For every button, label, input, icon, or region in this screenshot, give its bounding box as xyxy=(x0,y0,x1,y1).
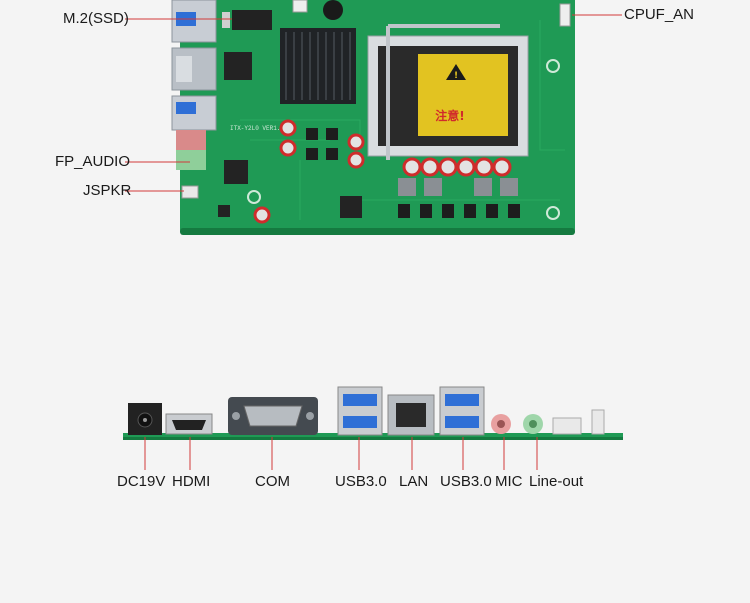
cpuf-header xyxy=(559,3,571,27)
label-usb3-1: USB3.0 xyxy=(335,473,387,490)
chip-3 xyxy=(340,196,362,218)
audio-jack-green xyxy=(176,150,206,170)
label-m2: M.2(SSD) xyxy=(63,10,129,27)
warning-icon xyxy=(446,64,466,80)
side-header-2 xyxy=(591,409,605,435)
small-header xyxy=(292,0,308,13)
label-lan: LAN xyxy=(399,473,429,490)
label-line-out: Line-out xyxy=(529,473,584,490)
mosfet-row xyxy=(306,128,520,218)
label-dc19v: DC19V xyxy=(117,473,166,490)
m2-standoff xyxy=(222,12,230,28)
usb-blue-port-2 xyxy=(176,102,196,114)
pcb-side-edge xyxy=(123,433,623,439)
label-mic: MIC xyxy=(495,473,523,490)
inductor-row xyxy=(398,178,518,196)
bottom-leaders xyxy=(144,437,538,470)
pcb-edge xyxy=(180,228,575,235)
lan-jack xyxy=(176,56,192,82)
mounting-holes xyxy=(247,59,560,220)
audio-jack-pink xyxy=(176,130,206,150)
label-hdmi: HDMI xyxy=(172,473,211,490)
chip-2 xyxy=(224,160,248,184)
silkscreen-text: ITX-Y2L0 VER1.0 xyxy=(230,125,284,132)
chip-4 xyxy=(218,205,230,217)
label-cpuf: CPUF_AN xyxy=(624,6,695,23)
label-fp-audio: FP_AUDIO xyxy=(55,153,131,170)
heatsink-fins xyxy=(285,32,351,100)
m2-slot xyxy=(232,10,272,30)
socket-cover xyxy=(418,54,508,136)
label-usb3-2: USB3.0 xyxy=(440,473,492,490)
label-jspkr: JSPKR xyxy=(83,182,132,199)
jspkr-header xyxy=(181,185,199,199)
capacitor-row xyxy=(253,119,512,224)
side-header-1 xyxy=(552,417,582,435)
chip-1 xyxy=(224,52,252,80)
label-com: COM xyxy=(255,473,290,490)
buzzer xyxy=(323,0,343,20)
socket-warning-text: 注意! xyxy=(435,108,464,123)
svg-text:!: ! xyxy=(454,71,458,81)
